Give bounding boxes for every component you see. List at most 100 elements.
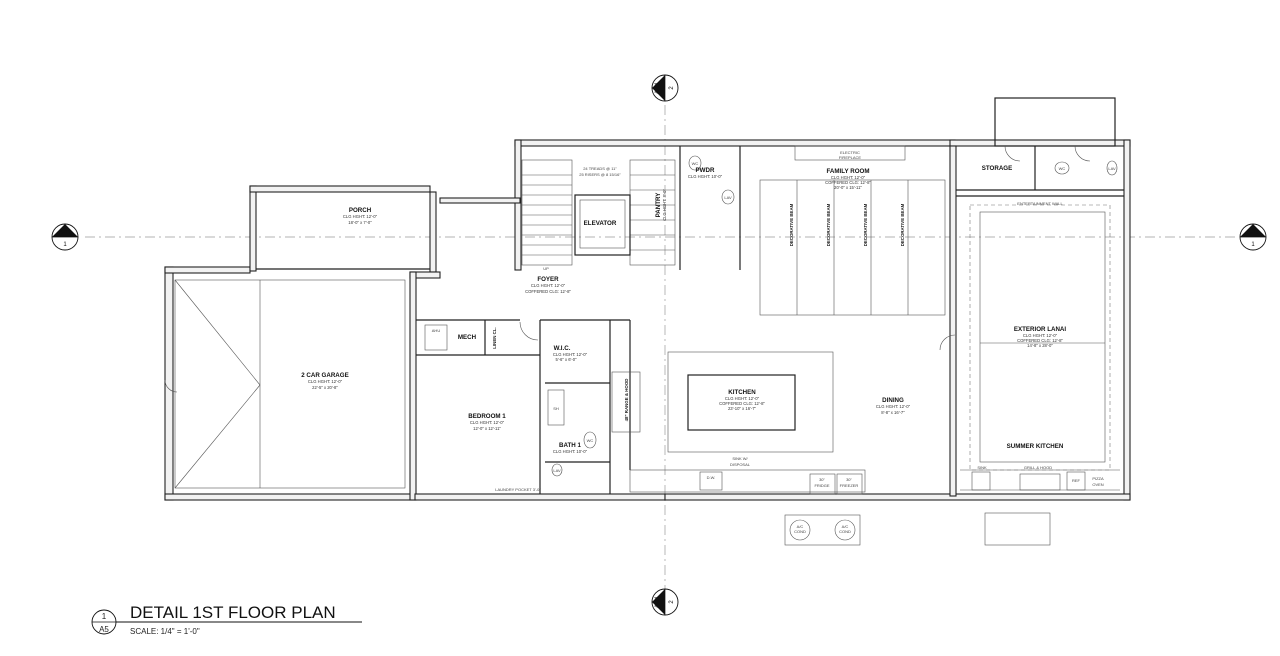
bath-wc-label: WC (587, 438, 594, 443)
pantry-name: PANTRY (655, 192, 662, 218)
section-marker-top-sheet: A-11 (655, 81, 661, 94)
garage-door-hatch (174, 279, 406, 489)
pizza-oven-label-2: OVEN (1092, 482, 1103, 487)
pwdr-name: PWDR (696, 167, 715, 174)
drawing-scale: SCALE: 1/4" = 1'-0" (130, 627, 200, 636)
foyer-clg: CLG HGHT: 12'-0" (531, 283, 566, 288)
section-marker-right-num: 1 (1251, 242, 1255, 248)
fridge (809, 473, 836, 495)
laundry-pocket-note: LAUNDRY POCKET 3'-0" (495, 487, 541, 492)
stairs-treads-note: 24 TREADS @ 11" (583, 166, 617, 171)
wic-size: 5'-6" x 6'-0" (555, 357, 577, 362)
beam-label-1: DECORATIVE BEAM (789, 203, 794, 246)
storage-lav-label: LAV (1108, 166, 1116, 171)
section-marker-bottom-num: 2 (669, 600, 675, 604)
section-marker-bottom[interactable]: A-11 2 (651, 588, 679, 616)
bathroom-fixtures (547, 155, 1118, 477)
freezer-size: 30" (846, 477, 852, 482)
ahu-label: AHU (432, 328, 441, 333)
bath-sh-label: SH (553, 406, 559, 411)
lanai-clg: CLG HGHT: 12'-0" (1023, 333, 1058, 338)
dining-name: DINING (882, 397, 904, 404)
family-coffered: COFFERED CLG: 12'-8" (825, 180, 871, 185)
summer-kitchen-name: SUMMER KITCHEN (1007, 443, 1064, 450)
family-room-beams (759, 179, 946, 316)
section-marker-top-num: 2 (669, 86, 675, 90)
grill (1019, 473, 1061, 491)
foyer-name: FOYER (537, 276, 559, 283)
garage-name: 2 CAR GARAGE (301, 372, 348, 379)
pwdr-lav-label: LAV (724, 195, 732, 200)
porch-clg: CLG HGHT: 12'-0" (343, 214, 378, 219)
garage-size: 22'-5" x 20'-8" (312, 385, 338, 390)
section-marker-top[interactable]: A-11 2 (651, 74, 679, 102)
stairs-risers-note: 25 RISERS @ 8 15/16" (579, 172, 621, 177)
elevator-shaft (574, 194, 631, 256)
range-label: 48" RANGE & HOOD (624, 379, 629, 422)
lanai-size: 14'-8" x 28'-0" (1027, 343, 1053, 348)
drawing-title: DETAIL 1ST FLOOR PLAN (130, 603, 336, 622)
summer-ref (1066, 471, 1086, 491)
lanai-ceiling (969, 204, 1111, 471)
storage-name: STORAGE (982, 165, 1012, 172)
pwdr-clg: CLG HGHT: 10'-0" (688, 174, 723, 179)
kitchen-counter (629, 469, 866, 493)
dishwasher-label: D.W. (707, 475, 716, 480)
kitchen-clg: CLG HGHT: 12'-0" (725, 396, 760, 401)
range-hood (611, 371, 641, 433)
sink-disposal-label-1: SINK W/ (732, 456, 748, 461)
section-marker-bottom-sheet: A-11 (655, 595, 661, 608)
storage-wc-label: WC (1059, 166, 1066, 171)
stairs-up-label: UP (543, 266, 549, 271)
wic-clg: CLG HGHT: 12'-0" (553, 352, 588, 357)
fireplace (794, 145, 906, 161)
beam-label-3: DECORATIVE BEAM (863, 203, 868, 246)
bath-lav-label: LAV (553, 468, 561, 473)
ac-label-4: COND (839, 529, 851, 534)
elevator-label: ELEVATOR (584, 220, 617, 227)
beam-label-4: DECORATIVE BEAM (900, 203, 905, 246)
summer-kitchen-sink (971, 471, 991, 491)
pwdr-wc-label: WC (692, 161, 699, 166)
exterior-walls (164, 97, 1131, 501)
door-swings (164, 145, 1091, 393)
foyer-coffered: COFFERED CLG: 12'-8" (525, 289, 571, 294)
section-marker-left[interactable]: A-11 1 (51, 223, 79, 251)
bedroom1-clg: CLG HGHT: 12'-0" (470, 420, 505, 425)
wic-name: W.I.C. (554, 345, 571, 352)
fridge-size: 30" (819, 477, 825, 482)
freezer (836, 473, 863, 495)
section-marker-left-sheet: A-11 (59, 230, 72, 236)
fireplace-label-2: FIREPLACE (839, 155, 862, 160)
dishwasher (699, 471, 723, 491)
kitchen-coffered: COFFERED CLG: 12'-8" (719, 401, 765, 406)
porch-name: PORCH (349, 207, 372, 214)
interior-walls (416, 146, 1124, 494)
pizza-oven-label-1: PIZZA (1092, 476, 1104, 481)
grill-label: GRILL & HOOD (1024, 465, 1052, 470)
ac-condensers (784, 512, 1051, 546)
sink-disposal-label-2: DISPOSAL (730, 462, 751, 467)
beam-label-2: DECORATIVE BEAM (826, 203, 831, 246)
kitchen-island (667, 351, 834, 453)
bath1-clg: CLG HGHT: 10'-0" (553, 449, 588, 454)
ac-label-3: A/C (842, 524, 849, 529)
dining-clg: CLG HGHT: 12'-0" (876, 404, 911, 409)
view-number: 1 (102, 612, 107, 621)
bath1-name: BATH 1 (559, 442, 581, 449)
bedroom1-size: 12'-0" x 12'-11" (473, 426, 501, 431)
section-marker-right[interactable]: A-11 1 (1239, 223, 1267, 251)
fireplace-label-1: ELECTRIC (840, 150, 860, 155)
garage-clg: CLG HGHT: 12'-0" (308, 379, 343, 384)
fridge-label: FRIDGE (814, 483, 829, 488)
family-name: FAMILY ROOM (827, 168, 870, 175)
section-marker-right-sheet: A-11 (1247, 230, 1260, 236)
pantry-clg: CLG HGHT: 8'-0" (662, 189, 667, 221)
sheet-number: A5 (99, 625, 109, 634)
entertainment-wall-label: ENTERTAINMENT WALL (1017, 201, 1063, 206)
freezer-label: FREEZER (840, 483, 859, 488)
lanai-coffered: COFFERED CLG: 12'-8" (1017, 338, 1063, 343)
mech-name: MECH (458, 334, 477, 341)
family-size: 20'-0" x 15'-11" (834, 185, 862, 190)
